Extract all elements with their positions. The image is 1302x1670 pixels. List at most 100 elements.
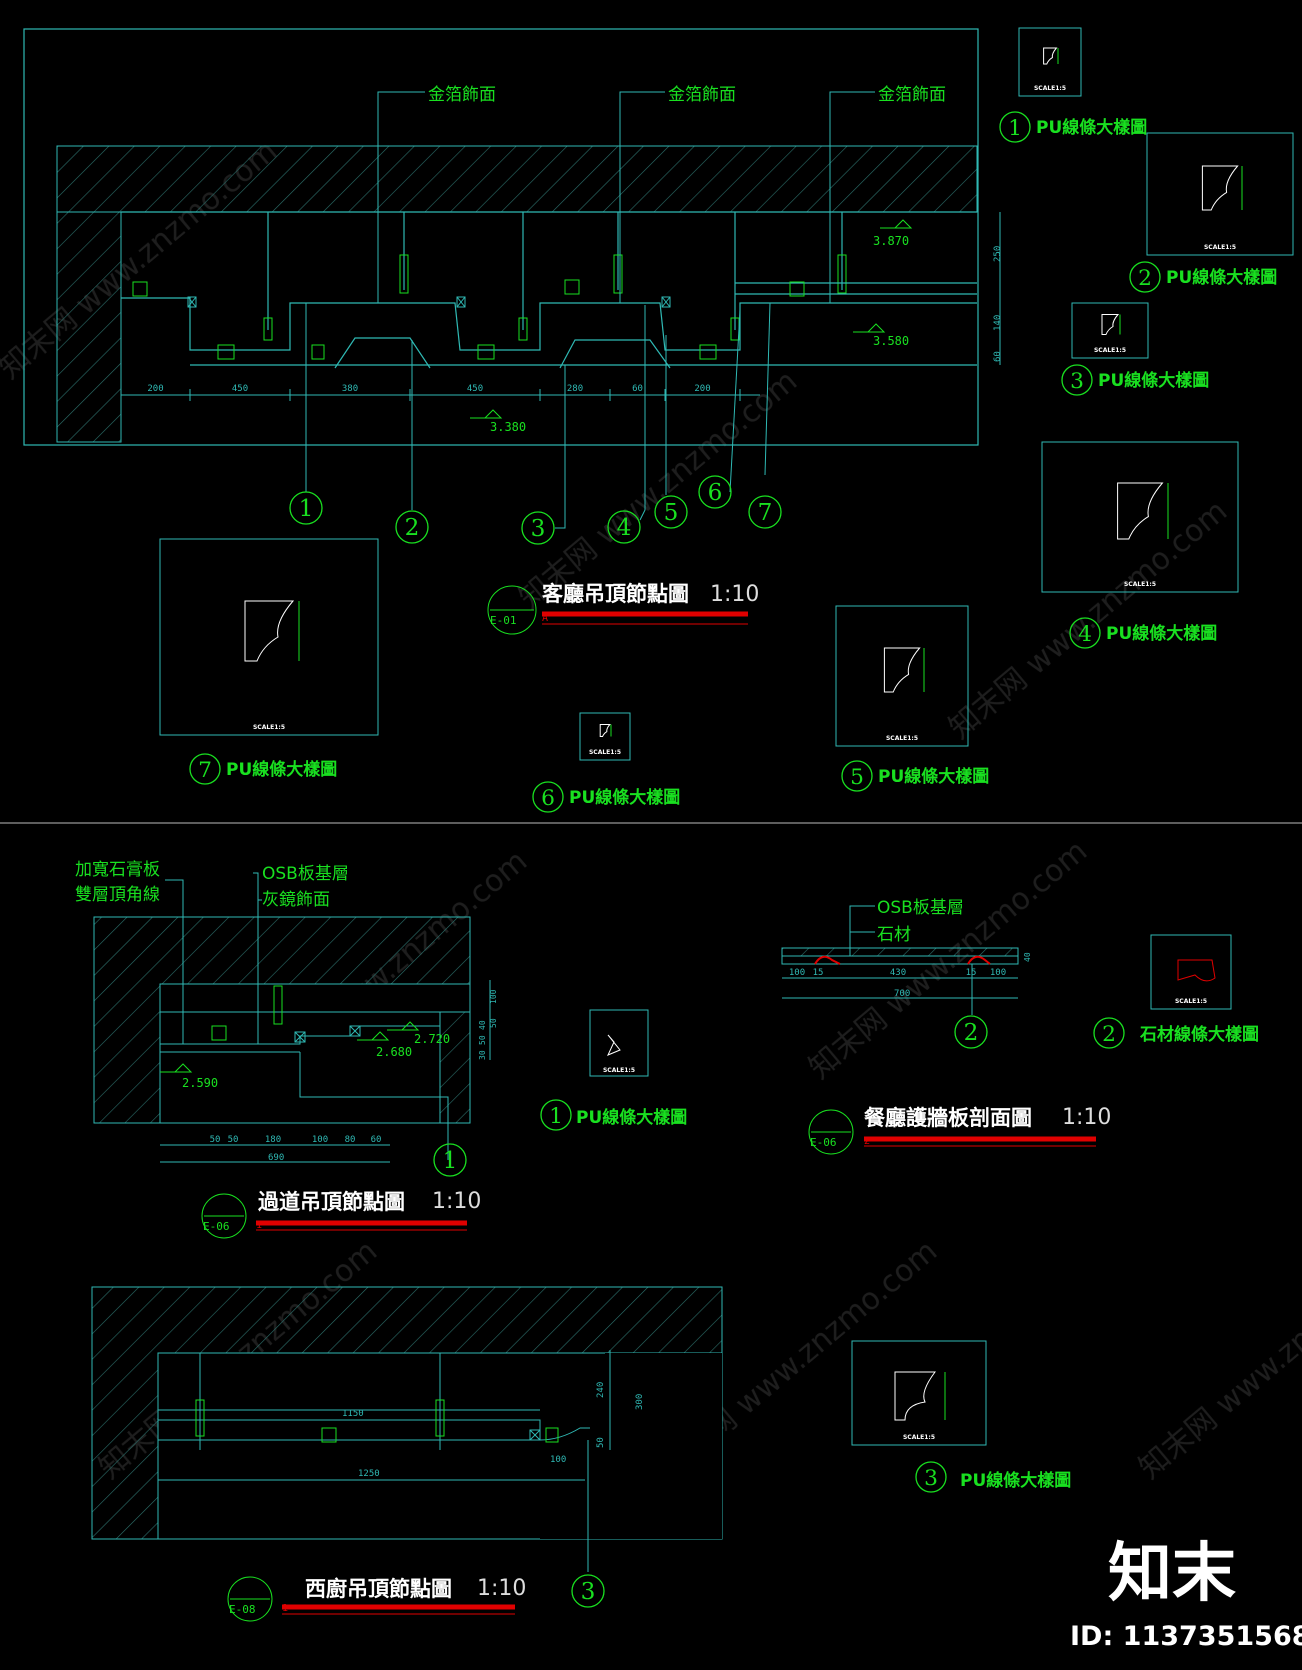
reference-sheet: E-01 <box>490 614 517 627</box>
detail-marker-bubble: 7 <box>748 495 782 529</box>
detail-marker-bubble: 2 <box>1129 261 1161 293</box>
dimension-value: 380 <box>342 384 358 394</box>
drawing-title-block: E-01 A 客廳吊頂節點圖 1:10 <box>487 582 759 635</box>
detail-marker-bubble: 5 <box>654 495 688 529</box>
marker-leaders <box>305 302 771 529</box>
dimension-value: 100 <box>789 968 805 978</box>
reference-sheet: E-06 <box>203 1220 230 1233</box>
detail-frame <box>1150 934 1232 1010</box>
brand-logo: 知末 <box>1108 1537 1236 1611</box>
detail-scale: SCALE1:5 <box>1175 998 1207 1005</box>
dimension-value: 430 <box>890 968 906 978</box>
callout-label: 金箔飾面 <box>878 85 946 105</box>
callout-label: 石材 <box>877 925 911 945</box>
dimension-value: 40 <box>1023 952 1032 962</box>
dimension-value: 60 <box>632 384 643 394</box>
slab-hatch <box>56 145 978 213</box>
dimension-value: 300 <box>635 1394 645 1410</box>
marker-circle <box>748 495 782 529</box>
drawing-scale: 1:10 <box>710 582 759 607</box>
drawing-title: 餐廳護牆板剖面圖 <box>864 1106 1032 1130</box>
dimension-value: 1150 <box>342 1409 364 1419</box>
profile-outline <box>1117 482 1164 540</box>
drawing-scale: 1:10 <box>477 1576 526 1601</box>
dimension-value: 450 <box>467 384 483 394</box>
marker-circle <box>189 753 221 785</box>
reference-bubble <box>201 1193 247 1239</box>
detail-marker-bubble: 2 <box>954 1015 988 1049</box>
dimension-value: 200 <box>147 384 163 394</box>
profile-outline <box>244 600 295 662</box>
detail-scale: SCALE1:5 <box>1034 85 1066 92</box>
dimension-value: 200 <box>694 384 710 394</box>
stone-moulding <box>967 955 991 965</box>
detail-scale: SCALE1:5 <box>1204 244 1236 251</box>
marker-number: 3 <box>1070 369 1084 394</box>
detail-marker-bubble: 4 <box>1069 617 1101 649</box>
detail-label: 石材線條大樣圖 <box>1139 1024 1259 1045</box>
marker-circle <box>433 1143 467 1177</box>
marker-circle <box>607 510 641 544</box>
marker-circle <box>540 1099 572 1131</box>
drawing-title: 西廚吊頂節點圖 <box>305 1577 452 1601</box>
level-symbols <box>470 219 913 419</box>
marker-circle <box>999 111 1031 143</box>
marker-number: 5 <box>850 765 864 790</box>
marker-number: 3 <box>531 515 546 542</box>
level-value: 3.380 <box>490 420 526 434</box>
marker-number: 4 <box>1078 622 1092 647</box>
level-value: 2.720 <box>414 1032 450 1046</box>
callout-label: 金箔飾面 <box>668 85 736 105</box>
detail-frame <box>159 538 379 736</box>
detail-label: PU線條大樣圖 <box>576 1107 687 1128</box>
detail-label: PU線條大樣圖 <box>1166 267 1277 288</box>
marker-number: 7 <box>198 758 212 783</box>
detail-frame <box>1041 441 1239 593</box>
dimension-total: 690 <box>268 1153 284 1163</box>
dimension-value: 240 <box>596 1382 606 1398</box>
wall-hatch <box>781 947 1019 957</box>
profile-outline <box>1201 165 1239 211</box>
detail-marker-bubble: 4 <box>607 510 641 544</box>
detail-marker-bubble: 3 <box>1061 364 1093 396</box>
dimension-value: 50 <box>228 1135 239 1145</box>
dimension-value: 180 <box>265 1135 281 1145</box>
level-symbols <box>160 1021 420 1073</box>
marker-number: 7 <box>758 499 773 526</box>
detail-marker-bubble: 6 <box>698 475 732 509</box>
dimension-value: 15 <box>813 968 824 978</box>
detail-frame <box>1071 302 1149 359</box>
detail-label: PU線條大樣圖 <box>226 759 337 780</box>
detail-frame <box>579 712 631 761</box>
detail-marker-bubble: 3 <box>915 1461 947 1493</box>
callout-leader <box>849 905 875 956</box>
ceiling-profile <box>121 211 977 369</box>
detail-marker-bubble: 1 <box>540 1099 572 1131</box>
profile-outline <box>1101 314 1120 335</box>
detail-marker-bubble: 5 <box>841 760 873 792</box>
marker-circle <box>1061 364 1093 396</box>
callout-label: 雙層頂角線 <box>75 885 160 905</box>
dimension-value: 50 <box>596 1437 606 1448</box>
hanger-clips <box>195 1399 559 1443</box>
detail-frame <box>589 1009 649 1077</box>
wood-blocks <box>132 279 805 360</box>
marker-circle <box>915 1461 947 1493</box>
detail-label: PU線條大樣圖 <box>569 787 680 808</box>
detail-label: PU線條大樣圖 <box>878 766 989 787</box>
marker-number: 3 <box>581 1578 596 1605</box>
marker-number: 6 <box>541 786 555 811</box>
marker-number: 2 <box>964 1019 979 1046</box>
dimension-value: 280 <box>567 384 583 394</box>
marker-circle <box>521 511 555 545</box>
detail-frame <box>835 605 969 747</box>
drawing-scale: 1:10 <box>1062 1105 1111 1130</box>
